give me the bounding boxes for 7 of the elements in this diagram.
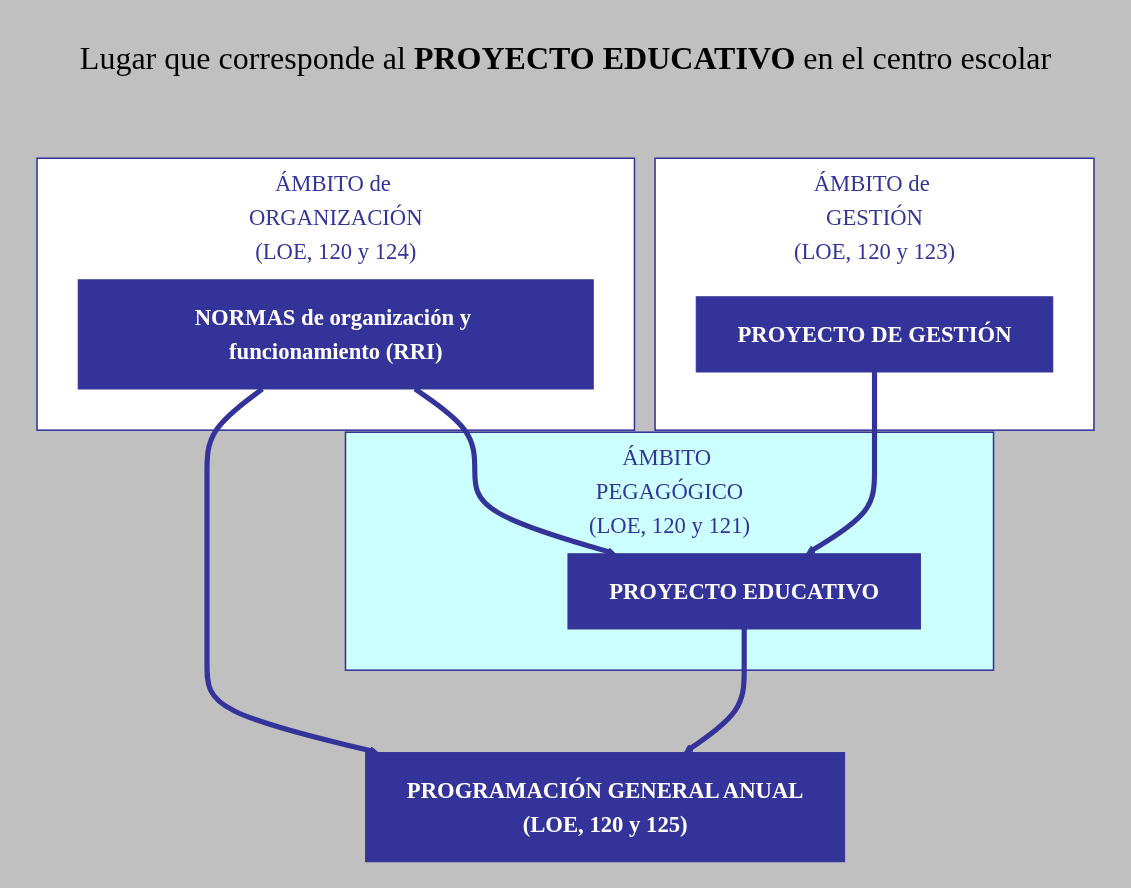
- diagram-title: Lugar que corresponde al PROYECTO EDUCATIVO en el centro escolar: [78, 40, 1053, 77]
- node-box: PROYECTO EDUCATIVO: [567, 553, 921, 630]
- arrow: [805, 371, 878, 555]
- node-box: PROGRAMACIÓN GENERAL ANUAL (LOE, 120 y 125): [365, 752, 846, 863]
- node-box: PROYECTO DE GESTIÓN: [695, 296, 1054, 373]
- arrow: [683, 628, 747, 753]
- node-box: NORMAS de organización y funcionamiento (RRI): [77, 279, 594, 390]
